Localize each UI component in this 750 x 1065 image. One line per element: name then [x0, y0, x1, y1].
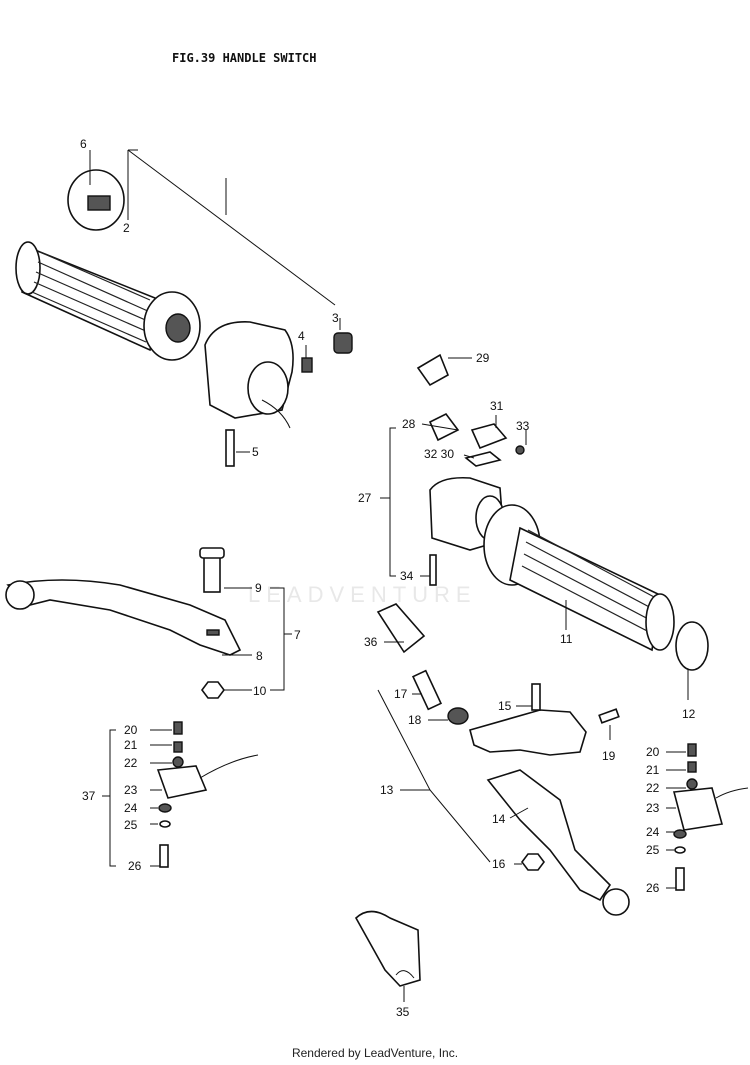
callout-6: 6 [80, 137, 87, 151]
callout-right-24: 24 [646, 825, 660, 839]
callout-left-26: 26 [128, 859, 142, 873]
callout-7: 7 [294, 628, 301, 642]
callout-right-22: 22 [646, 781, 660, 795]
holder-bolt-15 [531, 683, 541, 711]
footer-credit: Rendered by LeadVenture, Inc. [291, 1046, 459, 1060]
switch-knob-29 [416, 353, 450, 387]
throttle-grip-assembly [15, 149, 353, 467]
bushing-18 [447, 707, 469, 725]
callout-left-24: 24 [124, 801, 138, 815]
switch-screw-top [173, 721, 183, 735]
grip-end-cap [675, 621, 709, 671]
callout-5: 5 [252, 445, 259, 459]
lever-spacer [206, 629, 220, 636]
left-switch-housing [204, 321, 294, 429]
callout-right-25: 25 [646, 843, 660, 857]
switch-screw-33 [515, 445, 525, 455]
lever-cover-35 [354, 910, 421, 1002]
callout-15: 15 [498, 699, 512, 713]
callout-left-25: 25 [124, 818, 138, 832]
callout-34: 34 [400, 569, 414, 583]
callout-19: 19 [602, 749, 616, 763]
housing-screw-34 [429, 554, 437, 586]
callout-right-20: 20 [646, 745, 660, 759]
callout-11: 11 [560, 632, 573, 646]
switch-knob-28 [428, 412, 460, 442]
brake-lever [486, 769, 612, 902]
lever-holder [469, 709, 587, 756]
housing-nut [333, 332, 353, 354]
callout-right-26: 26 [646, 881, 660, 895]
callout-14: 14 [492, 812, 506, 826]
callout-4: 4 [298, 329, 305, 343]
callout-10: 10 [253, 684, 267, 698]
callout-35: 35 [396, 1005, 410, 1019]
housing-screw [225, 429, 235, 467]
figure-title: FIG.39 HANDLE SWITCH [172, 51, 317, 65]
cable-boot-36 [376, 603, 426, 654]
callout-left-23: 23 [124, 783, 138, 797]
callout-27: 27 [358, 491, 372, 505]
callout-29: 29 [476, 351, 490, 365]
right-lever-assembly [377, 669, 630, 916]
callout-3: 3 [332, 311, 339, 325]
callout-31: 31 [490, 399, 504, 413]
callout-left-22: 22 [124, 756, 138, 770]
callout-17: 17 [394, 687, 408, 701]
left-lever-assembly [5, 547, 292, 699]
switch-spring [173, 741, 183, 753]
callout-32-30: 32 30 [424, 447, 454, 461]
callout-37: 37 [82, 789, 96, 803]
callout-left-21: 21 [124, 738, 138, 752]
switch-knob-31 [470, 423, 508, 450]
callout-8: 8 [256, 649, 263, 663]
callout-33: 33 [516, 419, 530, 433]
throttle-pulley-cap [67, 169, 125, 231]
lever-nut-16 [521, 853, 545, 871]
watermark: LEADVENTURE [248, 582, 477, 607]
callout-left-20: 20 [124, 723, 138, 737]
switch-plate-30 [464, 451, 502, 467]
callout-right-21: 21 [646, 763, 660, 777]
callout-36: 36 [364, 635, 378, 649]
callout-13: 13 [380, 783, 394, 797]
callout-9: 9 [255, 581, 262, 595]
right-grip [483, 504, 709, 700]
housing-spring [301, 357, 313, 373]
callout-12: 12 [682, 707, 696, 721]
holder-bolt-19 [598, 708, 620, 724]
lever-nut [201, 681, 225, 699]
callout-18: 18 [408, 713, 422, 727]
left-grip [15, 241, 201, 361]
callout-2: 2 [123, 221, 130, 235]
left-lever-switch [102, 721, 259, 868]
lever-bolt-17 [411, 669, 443, 711]
callout-16: 16 [492, 857, 506, 871]
callout-28: 28 [402, 417, 416, 431]
callout-right-23: 23 [646, 801, 660, 815]
right-lever-switch [666, 743, 749, 891]
